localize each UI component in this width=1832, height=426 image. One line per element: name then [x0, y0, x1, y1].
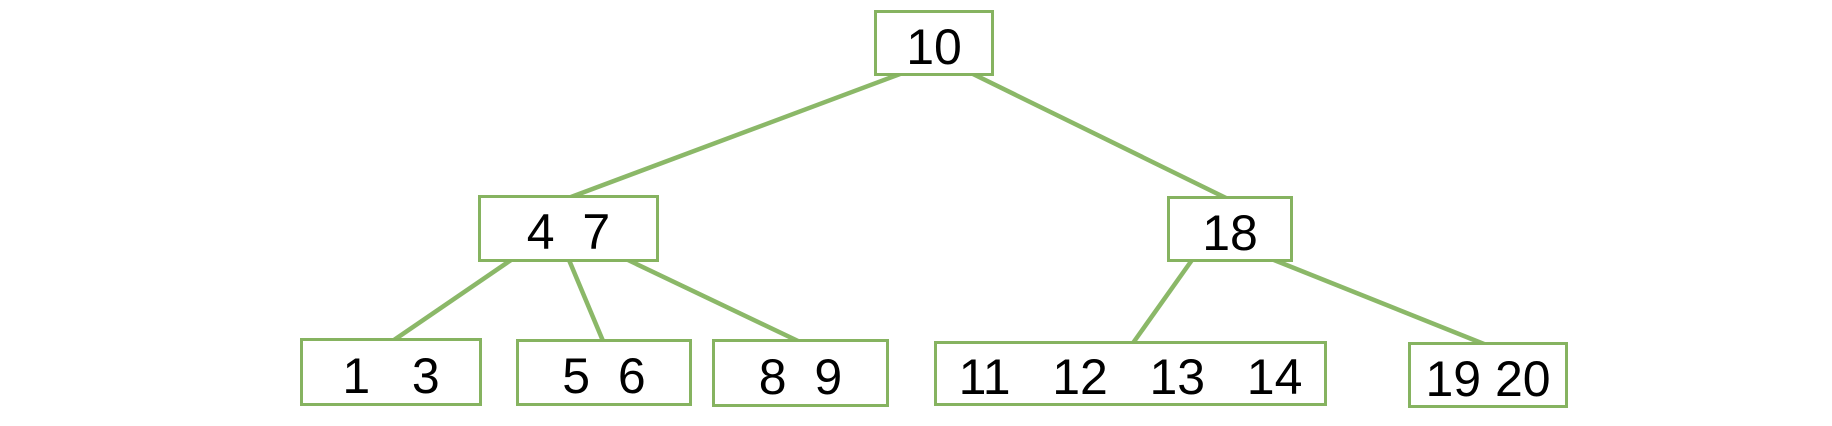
- edge-internal-4-7-to-leaf-5-6: [566, 259, 606, 342]
- edge-internal-18-to-leaf-11-14: [1131, 258, 1194, 345]
- edge-internal-4-7-to-leaf-8-9: [627, 257, 799, 344]
- btree-node-internal-18: 18: [1167, 196, 1293, 262]
- edge-root-to-internal-4-7: [570, 71, 901, 200]
- btree-node-leaf-1-3: 1 3: [300, 338, 482, 406]
- edge-internal-18-to-leaf-19-20: [1273, 257, 1485, 347]
- edge-root-to-internal-18: [972, 71, 1227, 201]
- btree-node-root: 10: [874, 10, 994, 76]
- btree-node-internal-4-7: 4 7: [478, 195, 659, 262]
- edge-internal-4-7-to-leaf-1-3: [392, 258, 513, 342]
- btree-node-leaf-8-9: 8 9: [712, 339, 889, 407]
- btree-node-leaf-5-6: 5 6: [516, 339, 692, 406]
- btree-node-leaf-11-12-13-14: 11 12 13 14: [934, 341, 1327, 406]
- btree-node-leaf-19-20: 19 20: [1408, 342, 1568, 408]
